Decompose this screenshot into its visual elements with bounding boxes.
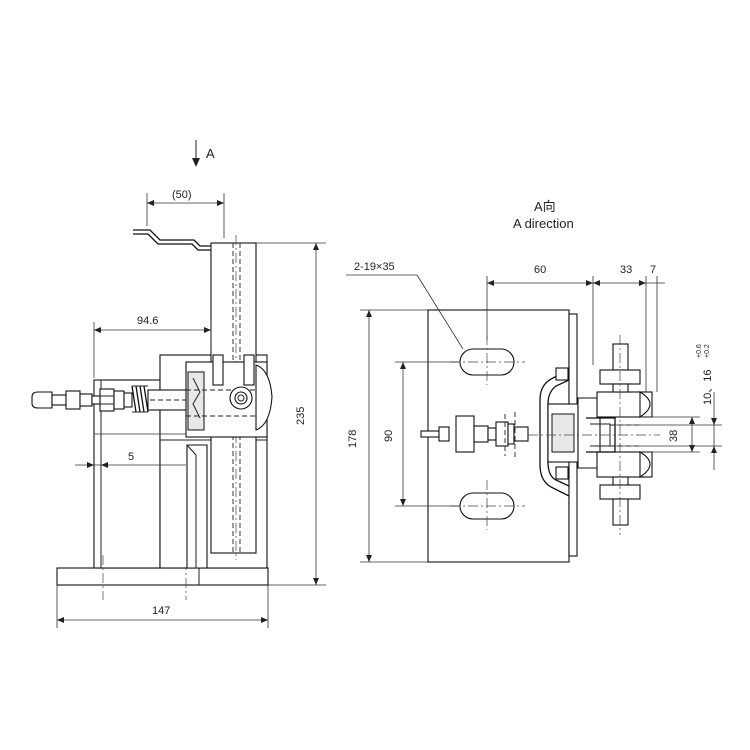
dim-overall-height: 235 <box>256 242 326 586</box>
svg-text:235: 235 <box>295 407 307 425</box>
svg-text:5: 5 <box>128 451 134 463</box>
dim-rail-thickness: 10、16 +0.6 +0.2 <box>615 344 722 470</box>
svg-text:+0.2: +0.2 <box>704 344 711 358</box>
svg-text:178: 178 <box>347 430 359 448</box>
adjust-bolt <box>420 412 529 458</box>
svg-text:60: 60 <box>534 264 546 276</box>
dim-top-chain: 60 33 7 <box>486 264 665 392</box>
dim-slot-pitch: 90 <box>383 361 460 507</box>
spring-bolt-assembly <box>31 385 187 413</box>
svg-text:2-19×35: 2-19×35 <box>354 261 395 273</box>
svg-text:7: 7 <box>650 264 656 276</box>
svg-text:33: 33 <box>620 264 632 276</box>
view-title-en: A direction <box>513 216 574 231</box>
view-arrow-label: A <box>206 146 215 161</box>
dim-guide-width: 38 <box>640 416 700 453</box>
leader-slots: 2-19×35 <box>346 261 464 350</box>
svg-text:38: 38 <box>668 430 680 442</box>
dim-plate-thickness: 5 <box>75 433 186 468</box>
side-view: (50) 94.6 5 147 <box>31 189 326 628</box>
base-plate <box>56 567 269 586</box>
view-title-cn: A向 <box>534 199 556 214</box>
svg-text:+0.6: +0.6 <box>696 344 703 358</box>
a-direction-view: A向 A direction 2-19×35 <box>346 199 722 563</box>
svg-text:10、16: 10、16 <box>702 370 714 405</box>
svg-text:90: 90 <box>383 430 395 442</box>
dim-top-offset: (50) <box>146 189 225 238</box>
top-hook-plate <box>133 229 211 247</box>
dim-plate-height: 178 <box>347 309 428 563</box>
view-arrow-a: A <box>192 140 215 167</box>
svg-text:94.6: 94.6 <box>137 315 158 327</box>
clip-bracket <box>528 335 660 535</box>
svg-text:147: 147 <box>152 605 170 617</box>
dim-spring-offset: 94.6 <box>93 315 212 378</box>
svg-text:(50): (50) <box>172 189 192 201</box>
dim-base-width: 147 <box>56 585 269 628</box>
